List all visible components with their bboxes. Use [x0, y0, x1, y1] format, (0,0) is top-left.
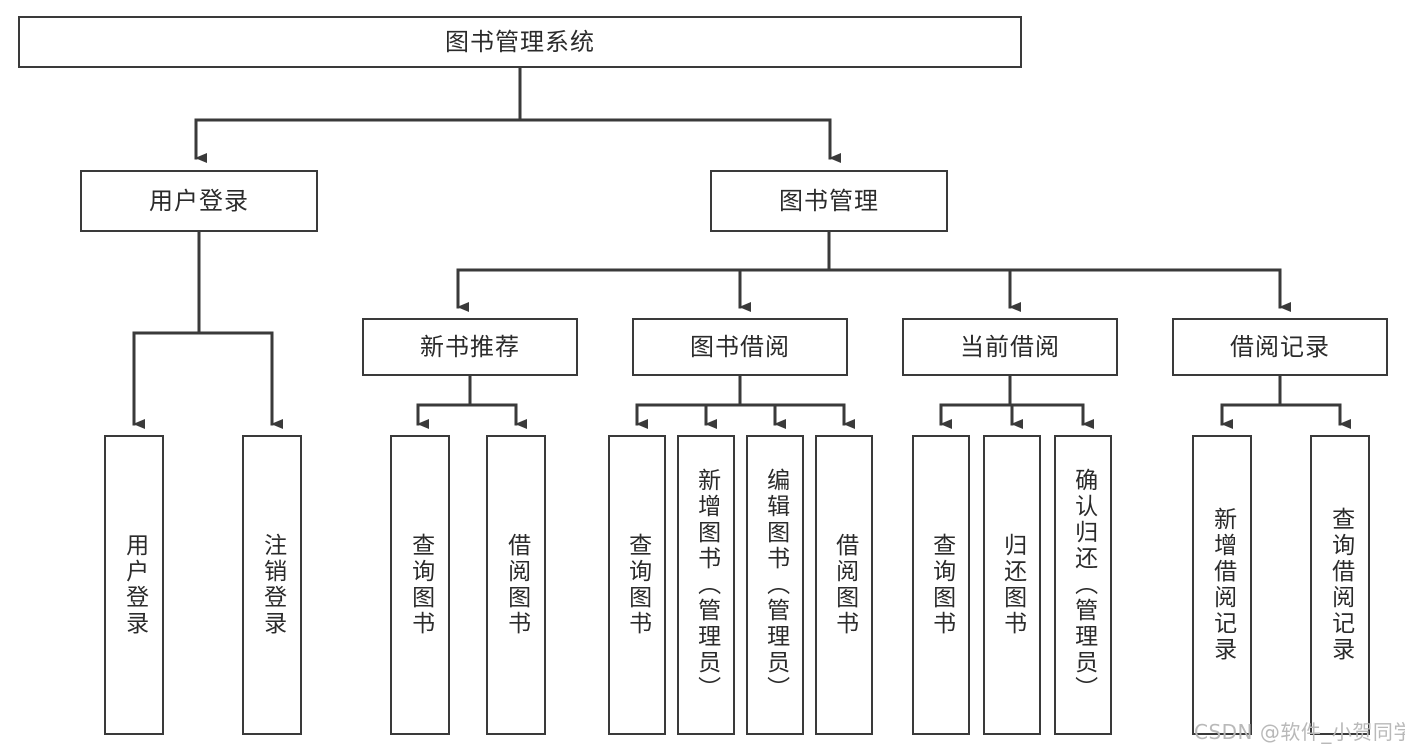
node-book-manage[interactable]: 图书管理 — [710, 170, 948, 232]
leaf-add-book-admin-label: 新增图书（管理员） — [693, 468, 720, 702]
node-user-login-label: 用户登录 — [149, 186, 249, 215]
leaf-confirm-return-admin-label: 确认归还（管理员） — [1070, 468, 1097, 702]
leaf-query-book-rec-label: 查询图书 — [407, 533, 434, 637]
node-root-label: 图书管理系统 — [445, 27, 595, 56]
node-borrow-record[interactable]: 借阅记录 — [1172, 318, 1388, 376]
leaf-borrow-book-rec[interactable]: 借阅图书 — [486, 435, 546, 735]
leaf-confirm-return-admin[interactable]: 确认归还（管理员） — [1054, 435, 1112, 735]
leaf-user-login[interactable]: 用户登录 — [104, 435, 164, 735]
node-borrow-record-label: 借阅记录 — [1230, 332, 1330, 361]
node-current-borrow[interactable]: 当前借阅 — [902, 318, 1118, 376]
node-book-borrow-label: 图书借阅 — [690, 332, 790, 361]
leaf-query-book-borrow[interactable]: 查询图书 — [608, 435, 666, 735]
leaf-query-book-current[interactable]: 查询图书 — [912, 435, 970, 735]
leaf-logout-label: 注销登录 — [259, 533, 286, 637]
node-book-manage-label: 图书管理 — [779, 186, 879, 215]
node-root[interactable]: 图书管理系统 — [18, 16, 1022, 68]
leaf-query-book-borrow-label: 查询图书 — [624, 533, 651, 637]
leaf-borrow-book-rec-label: 借阅图书 — [503, 533, 530, 637]
leaf-query-borrow-record[interactable]: 查询借阅记录 — [1310, 435, 1370, 735]
leaf-query-book-rec[interactable]: 查询图书 — [390, 435, 450, 735]
leaf-edit-book-admin[interactable]: 编辑图书（管理员） — [746, 435, 804, 735]
leaf-query-book-current-label: 查询图书 — [928, 533, 955, 637]
leaf-borrow-book[interactable]: 借阅图书 — [815, 435, 873, 735]
node-current-borrow-label: 当前借阅 — [960, 332, 1060, 361]
leaf-borrow-book-label: 借阅图书 — [831, 533, 858, 637]
leaf-add-borrow-record[interactable]: 新增借阅记录 — [1192, 435, 1252, 735]
leaf-user-login-label: 用户登录 — [121, 533, 148, 637]
csdn-watermark: CSDN @软件_小贺同学 — [1194, 720, 1405, 744]
leaf-edit-book-admin-label: 编辑图书（管理员） — [762, 468, 789, 702]
node-new-book-recommend[interactable]: 新书推荐 — [362, 318, 578, 376]
leaf-return-book-label: 归还图书 — [999, 533, 1026, 637]
node-book-borrow[interactable]: 图书借阅 — [632, 318, 848, 376]
leaf-return-book[interactable]: 归还图书 — [983, 435, 1041, 735]
leaf-add-book-admin[interactable]: 新增图书（管理员） — [677, 435, 735, 735]
leaf-query-borrow-record-label: 查询借阅记录 — [1327, 507, 1354, 663]
node-user-login[interactable]: 用户登录 — [80, 170, 318, 232]
node-new-book-recommend-label: 新书推荐 — [420, 332, 520, 361]
leaf-add-borrow-record-label: 新增借阅记录 — [1209, 507, 1236, 663]
leaf-logout[interactable]: 注销登录 — [242, 435, 302, 735]
